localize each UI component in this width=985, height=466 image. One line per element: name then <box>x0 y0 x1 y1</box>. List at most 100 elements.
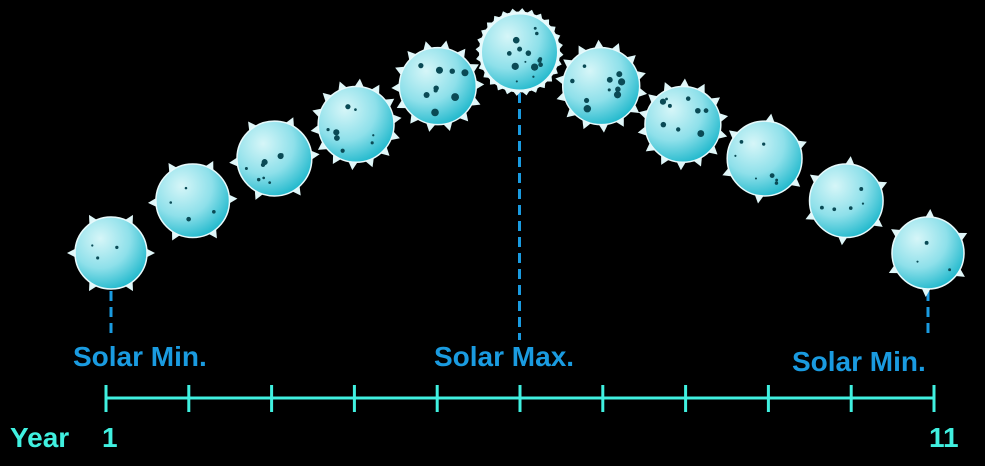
sunspot <box>533 26 537 30</box>
sun-disk <box>479 11 560 93</box>
sunspot <box>606 76 613 83</box>
corona-spike <box>693 157 702 167</box>
sunspot <box>537 58 542 63</box>
corona-spike <box>626 55 636 65</box>
corona-spike <box>873 218 883 227</box>
sunspot <box>262 176 266 180</box>
corona-spike <box>469 64 479 73</box>
corona-spike <box>877 181 888 190</box>
sunspot <box>354 108 357 111</box>
sunspot <box>515 80 518 83</box>
sunspot <box>525 50 532 56</box>
solar-min-start-label: Solar Min. <box>73 341 207 372</box>
sunspot <box>616 71 623 78</box>
corona-spike <box>348 161 358 171</box>
sunspot <box>372 134 375 137</box>
sun-year-4 <box>310 78 402 171</box>
corona-spike <box>410 114 419 124</box>
sunspot <box>435 66 443 74</box>
corona-spike <box>380 146 390 156</box>
corona-spike <box>146 248 155 258</box>
corona-spike <box>563 59 573 68</box>
sunspot <box>583 104 592 113</box>
corona-spike <box>845 156 855 165</box>
sunspot <box>532 75 535 78</box>
corona-spike <box>797 140 807 150</box>
sun-year-3 <box>229 117 320 200</box>
sunspot <box>512 36 520 44</box>
sunspot <box>256 177 261 182</box>
sunspot <box>861 202 865 205</box>
sun-year-8 <box>637 78 729 171</box>
sunspot <box>449 68 455 74</box>
sunspot <box>948 268 952 272</box>
sunspot <box>739 140 744 144</box>
corona-spike <box>471 97 481 106</box>
sunspot <box>186 216 191 222</box>
corona-spike <box>637 126 647 136</box>
sun-disk <box>74 216 148 290</box>
corona-spike <box>765 113 775 123</box>
sun-disk <box>155 163 231 239</box>
corona-spike <box>456 48 466 59</box>
corona-spike <box>957 232 968 241</box>
sun-disk <box>561 46 641 126</box>
sunspot <box>169 201 173 204</box>
corona-spike <box>648 94 658 104</box>
corona-spike <box>475 80 485 90</box>
corona-spike <box>710 97 721 106</box>
sunspot <box>115 245 119 250</box>
sunspot <box>431 108 439 117</box>
sunspot <box>451 93 460 101</box>
sun-year-10 <box>805 156 888 246</box>
corona-spike <box>594 39 604 49</box>
sunspot <box>96 256 100 260</box>
corona-spike <box>229 157 238 167</box>
corona-spike <box>809 174 820 184</box>
sunspot <box>340 148 345 153</box>
sunspot <box>859 187 864 191</box>
corona-spike <box>332 154 341 164</box>
corona-spike <box>719 113 729 123</box>
corona-spike <box>663 82 673 92</box>
sunspot <box>697 130 705 137</box>
sunspot <box>511 62 519 70</box>
sunspot <box>423 92 430 99</box>
sunspot <box>184 186 188 190</box>
sun-year-5 <box>391 40 485 132</box>
corona-spike <box>459 112 469 122</box>
sunspot <box>916 260 919 263</box>
sunspot <box>734 154 737 157</box>
corona-spike <box>125 281 133 292</box>
sunspot <box>570 78 575 84</box>
sunspot <box>848 206 853 210</box>
sunspot <box>667 103 672 108</box>
corona-spike <box>661 155 670 165</box>
sunspot <box>244 166 248 170</box>
sun-year-9 <box>722 113 807 204</box>
corona-spike <box>395 66 405 76</box>
corona-spike <box>754 194 764 204</box>
sunspot <box>659 98 667 105</box>
sun-disk <box>726 120 803 197</box>
sunspot <box>754 177 758 180</box>
sunspot <box>335 130 339 134</box>
corona-spike <box>838 236 848 246</box>
solar-max-label: Solar Max. <box>434 341 575 372</box>
sunspot <box>924 240 929 245</box>
corona-spike <box>285 117 294 127</box>
corona-spike <box>125 214 133 225</box>
corona-spike <box>638 87 648 98</box>
corona-spike <box>805 211 815 220</box>
sunspot <box>326 127 330 132</box>
sunspot <box>660 121 667 128</box>
corona-spike <box>396 100 407 109</box>
sunspot <box>607 88 611 92</box>
sunspot <box>703 108 709 113</box>
sun-disk <box>808 163 884 239</box>
corona-spike <box>566 108 576 118</box>
corona-spike <box>676 161 686 171</box>
sunspot <box>433 85 439 91</box>
corona-spike <box>407 50 417 61</box>
